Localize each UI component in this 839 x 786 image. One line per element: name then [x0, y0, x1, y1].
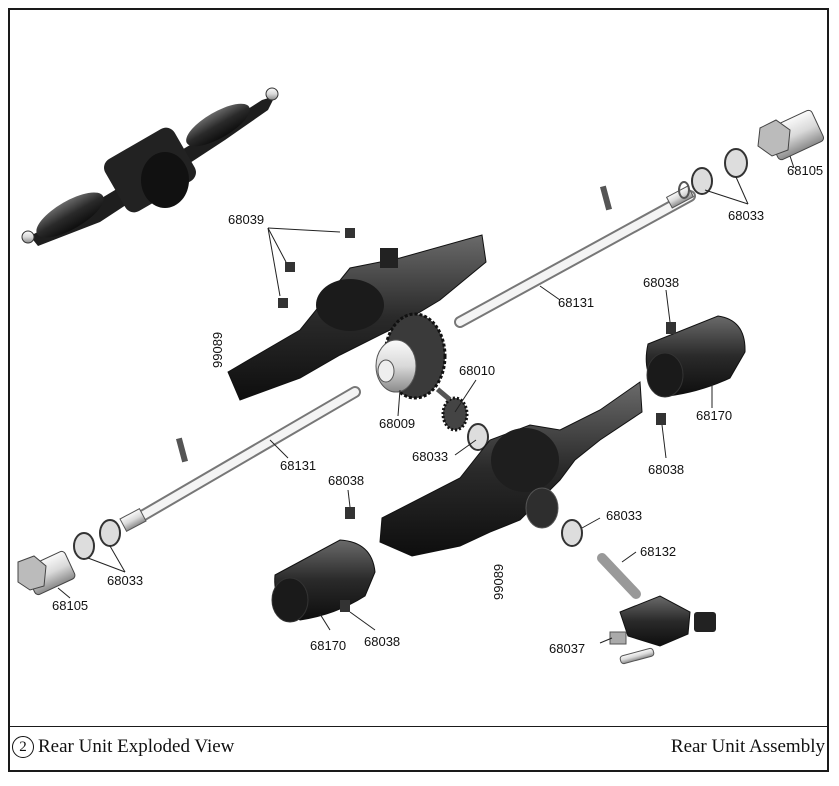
axle-housing-top-illustration	[227, 234, 487, 401]
callout-68131-top: 68131	[558, 295, 594, 310]
pinion-gear-illustration	[435, 387, 469, 432]
screw-68038-mid-illustration	[656, 413, 666, 425]
callout-leader-lines	[57, 155, 795, 644]
callout-68132: 68132	[640, 544, 676, 559]
bearing-68033-right-illustration	[561, 519, 583, 547]
callout-68010: 68010	[459, 363, 495, 378]
differential-ring-gear-illustration	[375, 312, 447, 400]
exploded-view-title: Rear Unit Exploded View	[38, 736, 235, 757]
assembled-axle-illustration	[21, 87, 279, 246]
footer-left-title: 2 Rear Unit Exploded View	[12, 736, 234, 758]
output-yoke-illustration	[619, 595, 716, 647]
axle-housing-bottom-illustration	[379, 381, 643, 557]
callout-99089-bottom: 99089	[491, 564, 506, 600]
callout-68037: 68037	[549, 641, 585, 656]
callout-68038-top: 68038	[643, 275, 679, 290]
screws-68039-illustration	[278, 228, 355, 308]
callout-68105-top: 68105	[787, 163, 823, 178]
callout-68039: 68039	[228, 212, 264, 227]
assembly-title: Rear Unit Assembly	[670, 736, 825, 757]
axle-shaft-bottom-illustration	[119, 386, 361, 533]
step-number-badge: 2	[12, 736, 34, 758]
hub-hex-left-illustration	[17, 550, 76, 596]
callout-68038-mid: 68038	[648, 462, 684, 477]
axle-cover-top-illustration	[645, 315, 746, 398]
pinion-shaft-68132-illustration	[597, 553, 641, 599]
callout-68038-left: 68038	[328, 473, 364, 488]
callout-68033-top: 68033	[728, 208, 764, 223]
axle-shaft-top-illustration	[454, 185, 696, 328]
callout-68038-bottom: 68038	[364, 634, 400, 649]
callout-68170-top: 68170	[696, 408, 732, 423]
callout-99089-top: 99089	[210, 332, 225, 368]
callout-68033-mid: 68033	[412, 449, 448, 464]
screw-68038-top-illustration	[666, 322, 676, 334]
screw-68038-left-illustration	[345, 507, 355, 519]
callout-68170-bottom: 68170	[310, 638, 346, 653]
callout-68131-bottom: 68131	[280, 458, 316, 473]
spring-pin-68037-illustration	[609, 631, 655, 665]
bearings-top-right-illustration	[678, 148, 748, 199]
bearing-68033-mid-illustration	[467, 423, 489, 451]
callout-68105-left: 68105	[52, 598, 88, 613]
axle-cover-bottom-illustration	[271, 539, 376, 623]
footer-divider	[8, 726, 829, 727]
callout-68009: 68009	[379, 416, 415, 431]
callout-68033-left: 68033	[107, 573, 143, 588]
screw-68038-bottom-illustration	[340, 600, 350, 612]
bearings-left-illustration	[73, 519, 121, 560]
callout-68033-right: 68033	[606, 508, 642, 523]
callout-lines-68039	[267, 227, 341, 297]
hub-hex-top-illustration	[757, 109, 825, 161]
